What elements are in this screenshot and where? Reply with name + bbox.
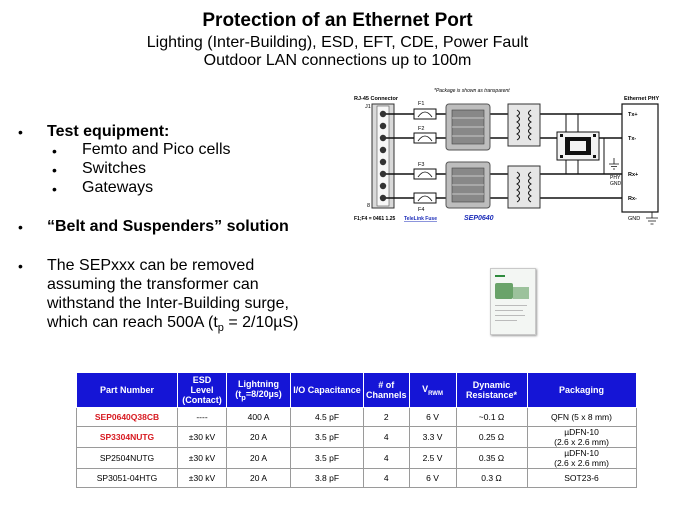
ethernet-protection-schematic: *Package is shown as transparent RJ-45 C… bbox=[354, 88, 659, 225]
ground-symbol bbox=[609, 158, 619, 170]
col-io-capacitance: I/O Capacitance bbox=[290, 372, 364, 408]
bullet-sep-line: withstand the Inter-Building surge, bbox=[47, 295, 289, 312]
cell-esd: ±30 kV bbox=[177, 426, 227, 448]
phy-gnd-label: PHY bbox=[610, 175, 621, 181]
bullet-sep-line: which can reach 500A (tp = 2/10µS) bbox=[47, 314, 299, 335]
pin-j1-label: J1 bbox=[365, 104, 371, 110]
bullet-test-equipment: Test equipment: bbox=[47, 123, 170, 140]
cell-capacitance: 3.8 pF bbox=[290, 468, 364, 488]
fuse-label: F1 bbox=[418, 101, 424, 107]
rx-plus-label: Rx+ bbox=[628, 172, 638, 178]
col-vrwm: VRWM bbox=[408, 372, 457, 408]
tx-plus-label: Tx+ bbox=[628, 112, 638, 118]
cell-resistance: 0.3 Ω bbox=[455, 468, 528, 488]
cell-packaging: SOT23-6 bbox=[526, 468, 637, 488]
pin-8-label: 8 bbox=[367, 203, 370, 209]
cell-esd: ±30 kV bbox=[177, 468, 227, 488]
cell-esd: ±30 kV bbox=[177, 447, 227, 469]
cell-part-number: SP3051-04HTG bbox=[76, 468, 178, 488]
bullet-sep-line: assuming the transformer can bbox=[47, 276, 259, 293]
ethernet-phy-block bbox=[621, 103, 659, 213]
phy-label: Ethernet PHY bbox=[624, 96, 659, 102]
col-part-number: Part Number bbox=[76, 372, 178, 408]
transformer-icons bbox=[507, 103, 541, 209]
bullet-dot: • bbox=[18, 124, 23, 140]
table-row: SP3304NUTG ±30 kV 20 A 3.5 pF 4 3.3 V 0.… bbox=[76, 426, 637, 448]
bullet-belt-suspenders: “Belt and Suspenders” solution bbox=[47, 218, 289, 235]
cell-lightning: 20 A bbox=[226, 447, 291, 469]
cell-lightning: 400 A bbox=[226, 407, 291, 427]
cell-resistance: ~0.1 Ω bbox=[455, 407, 528, 427]
sub-bullet-item: Switches bbox=[82, 160, 147, 177]
sub-bullet-item: Gateways bbox=[82, 179, 154, 196]
fuse-label: F2 bbox=[418, 126, 424, 132]
cell-channels: 4 bbox=[363, 468, 410, 488]
ground-symbol bbox=[646, 212, 658, 225]
product-brochure-thumbnail bbox=[490, 268, 536, 335]
table-row: SP2504NUTG ±30 kV 20 A 3.5 pF 4 2.5 V 0.… bbox=[76, 447, 637, 469]
fuse-label: F4 bbox=[418, 207, 424, 213]
sep0640-label: SEP0640 bbox=[464, 215, 494, 222]
cell-packaging: QFN (5 x 8 mm) bbox=[526, 407, 637, 427]
cell-vrwm: 6 V bbox=[408, 407, 457, 427]
col-lightning: Lightning(tp=8/20µs) bbox=[226, 372, 291, 408]
gnd-label: GND bbox=[628, 216, 640, 222]
cell-capacitance: 3.5 pF bbox=[290, 447, 364, 469]
rx-minus-label: Rx- bbox=[628, 196, 637, 202]
table-row: SP3051-04HTG ±30 kV 20 A 3.8 pF 4 6 V 0.… bbox=[76, 468, 637, 488]
cell-resistance: 0.25 Ω bbox=[455, 426, 528, 448]
sub-bullet-item: Femto and Pico cells bbox=[82, 141, 231, 158]
bullet-dot: • bbox=[18, 258, 23, 274]
bullet-sep-line: The SEPxxx can be removed bbox=[47, 257, 255, 274]
slide-title: Protection of an Ethernet Port bbox=[202, 10, 473, 31]
slide-subtitle-1: Lighting (Inter-Building), ESD, EFT, CDE… bbox=[146, 34, 529, 51]
fuse-label: F3 bbox=[418, 162, 424, 168]
cell-vrwm: 6 V bbox=[408, 468, 457, 488]
cell-lightning: 20 A bbox=[226, 426, 291, 448]
cell-capacitance: 4.5 pF bbox=[290, 407, 364, 427]
telelink-fuse-link[interactable]: TeleLink Fuse bbox=[404, 216, 437, 222]
rj45-connector bbox=[371, 103, 395, 209]
sub-bullet-dot: • bbox=[52, 181, 57, 197]
rj45-label: RJ-45 Connector bbox=[354, 96, 399, 102]
table-row: SEP0640Q38CB ---- 400 A 4.5 pF 2 6 V ~0.… bbox=[76, 407, 637, 427]
cell-lightning: 20 A bbox=[226, 468, 291, 488]
cell-part-number: SP3304NUTG bbox=[76, 426, 178, 448]
cell-packaging: µDFN-10(2.6 x 2.6 mm) bbox=[526, 426, 637, 448]
fuse-symbols bbox=[413, 108, 437, 204]
cell-resistance: 0.35 Ω bbox=[455, 447, 528, 469]
sub-bullet-dot: • bbox=[52, 143, 57, 159]
cell-capacitance: 3.5 pF bbox=[290, 426, 364, 448]
cell-part-number: SP2504NUTG bbox=[76, 447, 178, 469]
col-packaging: Packaging bbox=[526, 372, 637, 408]
protection-ic bbox=[556, 114, 605, 174]
cell-vrwm: 2.5 V bbox=[408, 447, 457, 469]
slide-subtitle-2: Outdoor LAN connections up to 100m bbox=[203, 52, 472, 69]
fuse-note: F1;F4 = 0461 1.25 bbox=[354, 216, 395, 222]
sub-bullet-dot: • bbox=[52, 162, 57, 178]
package-note: *Package is shown as transparent bbox=[434, 88, 510, 94]
cell-channels: 4 bbox=[363, 426, 410, 448]
cell-esd: ---- bbox=[177, 407, 227, 427]
cell-vrwm: 3.3 V bbox=[408, 426, 457, 448]
cell-packaging: µDFN-10(2.6 x 2.6 mm) bbox=[526, 447, 637, 469]
cell-channels: 2 bbox=[363, 407, 410, 427]
phy-gnd-label: GND bbox=[610, 181, 622, 187]
bullet-dot: • bbox=[18, 219, 23, 235]
sep-package-icons bbox=[445, 103, 491, 209]
cell-channels: 4 bbox=[363, 447, 410, 469]
cell-part-number: SEP0640Q38CB bbox=[76, 407, 178, 427]
tx-minus-label: Tx- bbox=[628, 136, 636, 142]
